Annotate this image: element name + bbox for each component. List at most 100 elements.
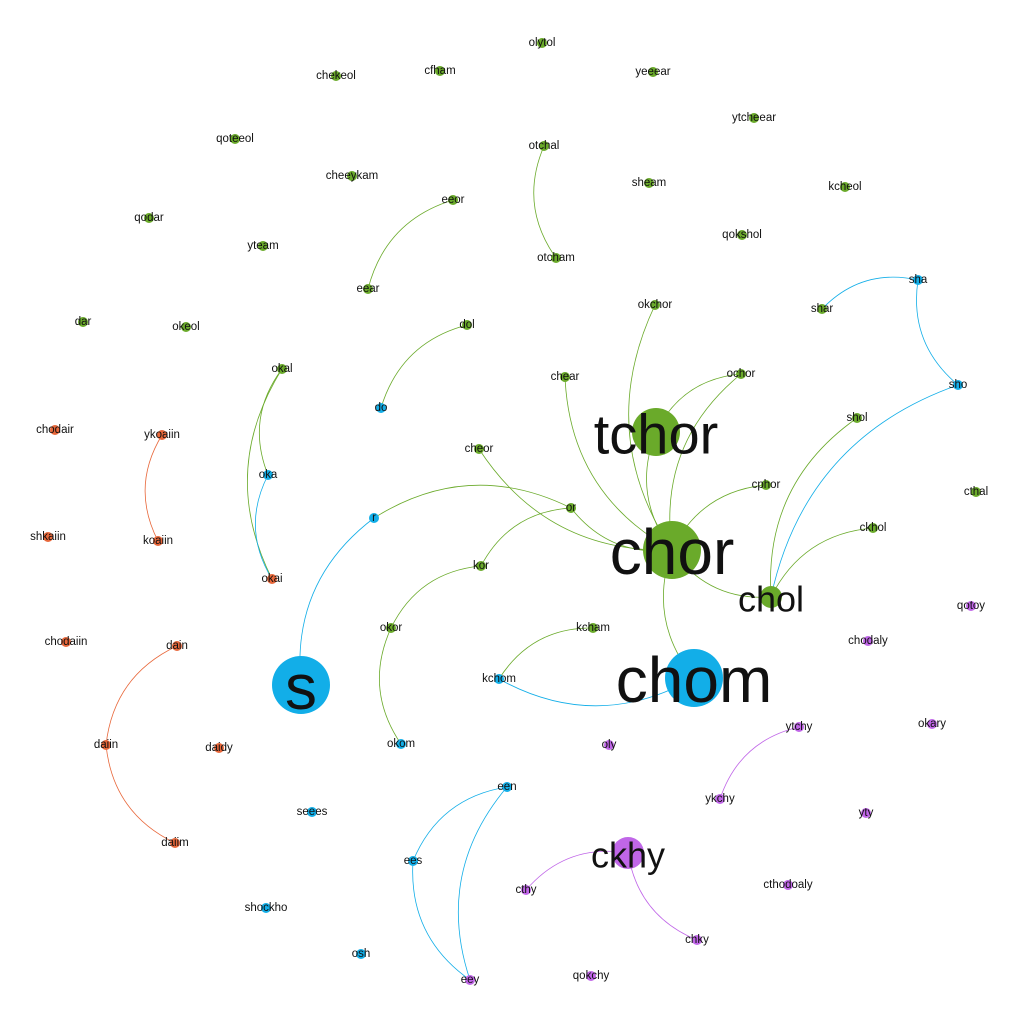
node-ees[interactable]: [408, 856, 418, 866]
node-seees[interactable]: [307, 807, 317, 817]
node-shar[interactable]: [817, 304, 827, 314]
node-chodair[interactable]: [50, 425, 60, 435]
node-or[interactable]: [566, 503, 576, 513]
node-ckhol[interactable]: [868, 523, 878, 533]
node-label: cphor: [752, 479, 781, 491]
node-chekeol[interactable]: [331, 71, 341, 81]
edge: [457, 786, 508, 981]
node-daiin[interactable]: [101, 740, 111, 750]
node-sha[interactable]: [913, 275, 923, 285]
node-chky[interactable]: [692, 935, 702, 945]
node-oka[interactable]: [263, 470, 273, 480]
node-osh[interactable]: [356, 949, 366, 959]
node-label: qotoy: [957, 600, 985, 612]
node-label: chekeol: [316, 70, 356, 82]
node-cfham[interactable]: [435, 66, 445, 76]
node-eey[interactable]: [465, 975, 475, 985]
node-label: ckhol: [860, 522, 887, 534]
node-label: okal: [271, 363, 292, 375]
node-otcham[interactable]: [551, 253, 561, 263]
node-cphor[interactable]: [761, 480, 771, 490]
node-ytchy[interactable]: [794, 722, 804, 732]
node-label: ykchy: [705, 793, 735, 805]
node-qoteeol[interactable]: [230, 134, 240, 144]
node-do[interactable]: [376, 403, 386, 413]
node-dol[interactable]: [462, 320, 472, 330]
node-kor[interactable]: [476, 561, 486, 571]
edge: [478, 448, 673, 551]
node-label: ochor: [727, 368, 756, 380]
node-shockho[interactable]: [261, 903, 271, 913]
node-r[interactable]: [369, 513, 379, 523]
node-label: qokchy: [573, 970, 610, 982]
node-chear[interactable]: [560, 372, 570, 382]
edge: [821, 276, 919, 310]
node-eear[interactable]: [363, 284, 373, 294]
node-daiim[interactable]: [170, 838, 180, 848]
node-label: chodair: [36, 424, 74, 436]
node-label: okchor: [638, 299, 673, 311]
node-okor[interactable]: [386, 623, 396, 633]
node-okai[interactable]: [267, 574, 277, 584]
node-label: daiim: [161, 837, 188, 849]
node-shol[interactable]: [852, 413, 862, 423]
node-qotoy[interactable]: [966, 601, 976, 611]
node-qodar[interactable]: [144, 213, 154, 223]
node-koaiin[interactable]: [153, 536, 163, 546]
node-cheeykam[interactable]: [347, 171, 357, 181]
node-yteam[interactable]: [258, 241, 268, 251]
node-label: chodaly: [848, 635, 888, 647]
node-tchor[interactable]: [632, 408, 680, 456]
node-ykchy[interactable]: [715, 794, 725, 804]
node-kcham[interactable]: [588, 623, 598, 633]
node-chol[interactable]: [760, 586, 782, 608]
node-qokshol[interactable]: [737, 230, 747, 240]
node-yeeear[interactable]: [648, 67, 658, 77]
node-s[interactable]: [272, 656, 330, 714]
node-okary[interactable]: [927, 719, 937, 729]
node-okchor[interactable]: [650, 300, 660, 310]
node-kchom[interactable]: [494, 674, 504, 684]
edge: [144, 434, 163, 542]
node-okom[interactable]: [396, 739, 406, 749]
node-ochor[interactable]: [736, 369, 746, 379]
node-kcheol[interactable]: [840, 182, 850, 192]
node-ykoaiin[interactable]: [157, 430, 167, 440]
node-cthal[interactable]: [971, 487, 981, 497]
node-yty[interactable]: [861, 808, 871, 818]
node-cthy[interactable]: [521, 885, 531, 895]
node-daidy[interactable]: [214, 743, 224, 753]
node-ytcheear[interactable]: [749, 113, 759, 123]
node-sheam[interactable]: [644, 178, 654, 188]
node-chodaiin[interactable]: [61, 637, 71, 647]
node-qokchy[interactable]: [586, 971, 596, 981]
node-label: qokshol: [722, 229, 762, 241]
edge: [258, 368, 283, 476]
edge: [254, 474, 273, 580]
node-chodaly[interactable]: [863, 636, 873, 646]
node-dar[interactable]: [78, 317, 88, 327]
node-label: kcham: [576, 622, 610, 634]
node-label: okom: [387, 738, 415, 750]
node-okal[interactable]: [277, 364, 287, 374]
node-otchal[interactable]: [539, 141, 549, 151]
node-cheor[interactable]: [474, 444, 484, 454]
node-eeor[interactable]: [448, 195, 458, 205]
node-cthodoaly[interactable]: [783, 880, 793, 890]
node-ckhy[interactable]: [612, 837, 644, 869]
edge: [498, 627, 594, 680]
node-sho[interactable]: [953, 380, 963, 390]
node-okeol[interactable]: [181, 322, 191, 332]
node-chor[interactable]: [643, 521, 701, 579]
edge: [247, 368, 283, 580]
node-chom[interactable]: [665, 649, 723, 707]
node-label: chodaiin: [45, 636, 88, 648]
node-shkaiin[interactable]: [43, 532, 53, 542]
edge: [480, 507, 572, 567]
node-dain[interactable]: [172, 641, 182, 651]
node-een[interactable]: [502, 782, 512, 792]
node-oly[interactable]: [604, 740, 614, 750]
node-label: oly: [602, 739, 617, 751]
node-olytol[interactable]: [537, 38, 547, 48]
